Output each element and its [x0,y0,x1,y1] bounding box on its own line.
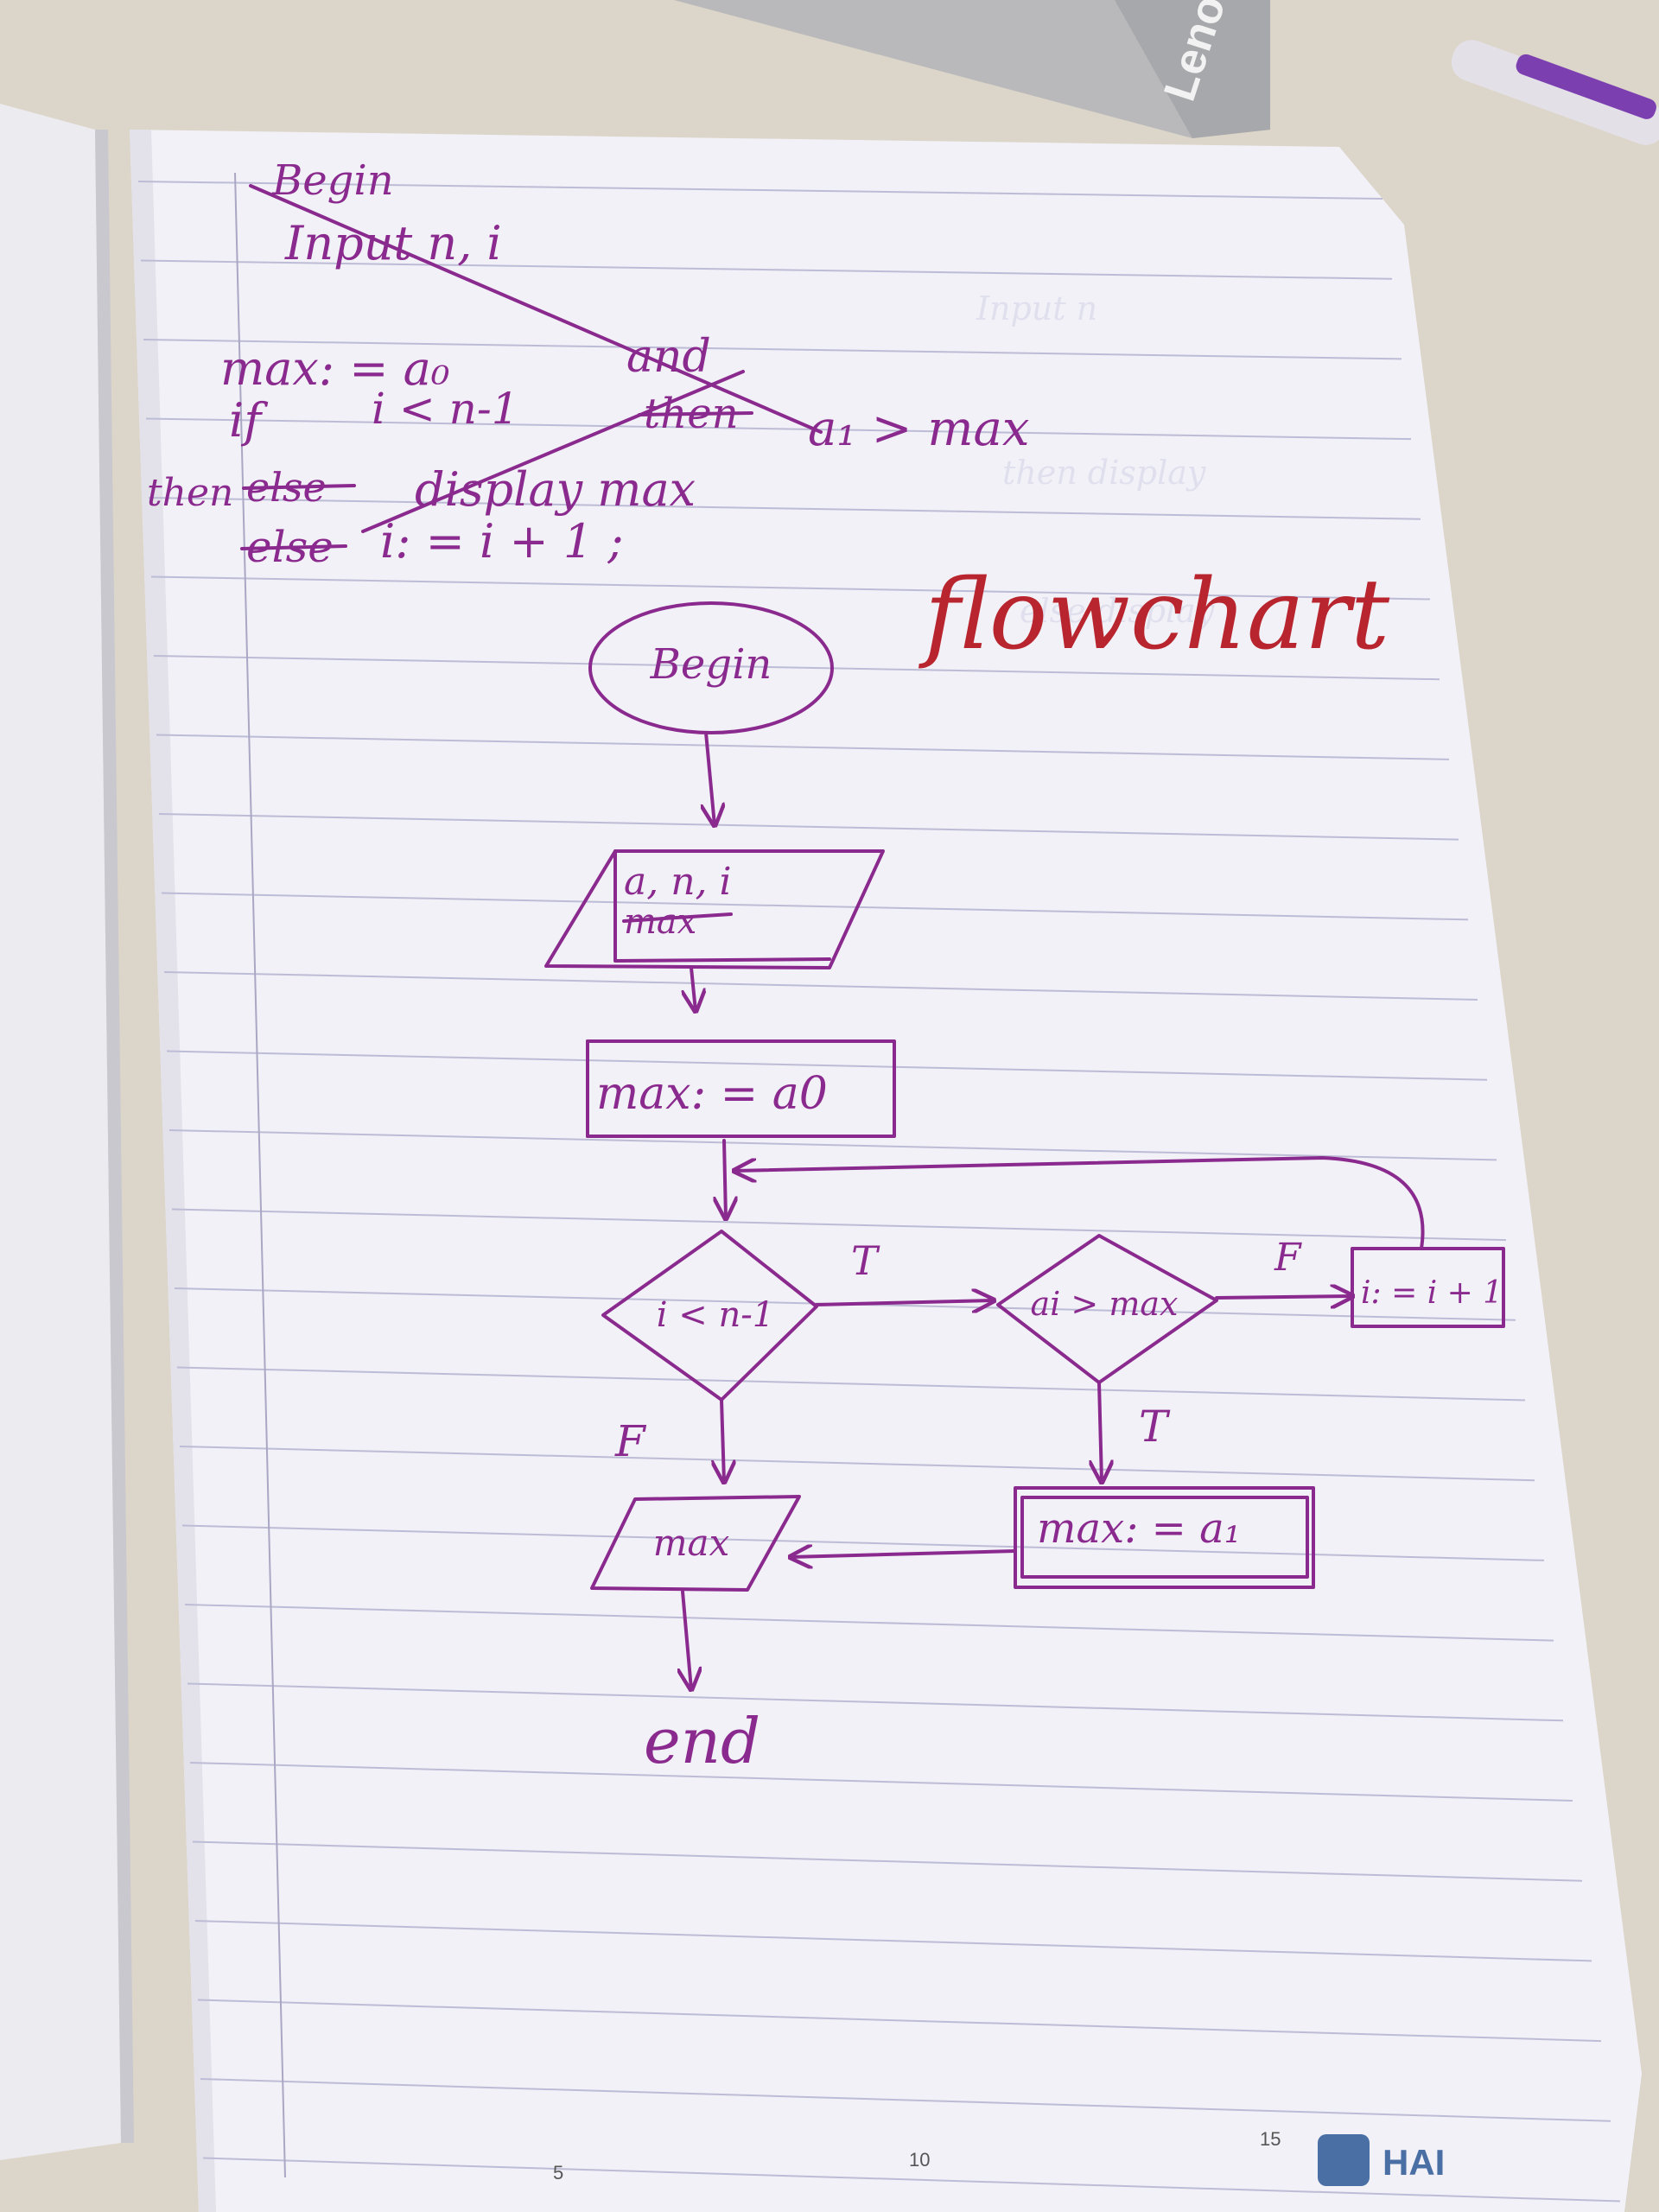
ruled-line [148,497,1421,520]
ruled-line [176,1366,1526,1402]
pseudo-then: then [147,471,233,515]
assign-max-label: max: = a₁ [1037,1504,1241,1553]
end-label: end [644,1705,760,1777]
output-label: max [653,1522,730,1564]
ruled-line [161,892,1469,921]
increment-label: i: = i + 1 [1361,1275,1503,1311]
ruler-mark-15: 15 [1260,2128,1281,2150]
ruled-line [143,339,1402,360]
ruled-line [181,1524,1545,1561]
init-max-label: max: = a0 [596,1068,828,1120]
begin-terminal [588,601,834,734]
pseudo-display: display max [415,462,696,517]
flowchart: Begin a, n, i max max: = a0 i < n-1 T ai… [544,601,1505,1777]
watermark-label: HAI [1382,2142,1445,2183]
pseudo-input: Input n, i [284,216,502,270]
ruler-mark-10: 10 [909,2149,930,2171]
svg-text:then display: then display [1002,454,1206,492]
pseudo-condition: i < n-1 [372,384,519,434]
laptop-corner: Leno [674,0,1270,138]
ruled-line [163,971,1478,1001]
label-true-1: T [851,1237,880,1284]
ruled-line [140,259,1393,280]
ruled-line [145,417,1412,441]
ruler-marks: 5 10 15 [553,2128,1281,2183]
pseudo-max-init: max: = a₀ [220,341,449,396]
pseudo-and: and [626,331,711,383]
ruled-line [184,1604,1554,1642]
ruled-line [202,2157,1621,2202]
label-false-1: F [614,1416,647,1466]
begin-label: Begin [650,640,772,689]
svg-text:else display: else display [1020,592,1215,630]
assign-max-box [1014,1486,1315,1589]
cross-out-line-1 [249,184,823,434]
ruled-line [171,1208,1507,1242]
label-true-2: T [1139,1402,1171,1452]
ruled-line [150,575,1431,601]
decision-2-label: ai > max [1031,1285,1179,1323]
pseudo-begin: Begin [271,156,394,205]
ruled-line [197,1999,1602,2043]
watermark: HAI [1318,2134,1445,2186]
ruled-line [168,1129,1497,1161]
pseudo-increment: i: = i + 1 ; [380,514,624,569]
loop-back-connector [734,1156,1425,1250]
ruled-line [156,734,1450,760]
show-through-writing: Input n then display else display [976,289,1215,630]
ruled-line [137,181,1383,200]
ruled-line [179,1446,1535,1482]
svg-text:Input n: Input n [976,289,1097,327]
left-page [0,104,134,2160]
ruled-line [187,1682,1564,1722]
ruled-line [200,2078,1611,2122]
label-false-2: F [1274,1236,1302,1280]
pseudo-a1-compare: a₁ > max [808,401,1029,457]
watermark-icon [1318,2134,1370,2186]
increment-box [1351,1247,1505,1328]
decision-1-label: i < n-1 [657,1295,774,1335]
input-line-1: a, n, i [624,860,732,904]
ruled-line [189,1762,1573,1802]
output-box [590,1495,801,1592]
ruled-line [158,813,1459,841]
ruled-line [194,1920,1592,1962]
flowchart-heading: flowchart [918,559,1390,671]
pen-icon [1451,40,1659,145]
cross-out-line-2 [361,370,745,533]
ruled-line [166,1050,1488,1081]
ruled-line [192,1840,1583,1882]
margin-line [234,172,286,2178]
ruled-line [153,655,1440,681]
ruler-mark-5: 5 [553,2162,563,2183]
input-box [544,849,885,969]
